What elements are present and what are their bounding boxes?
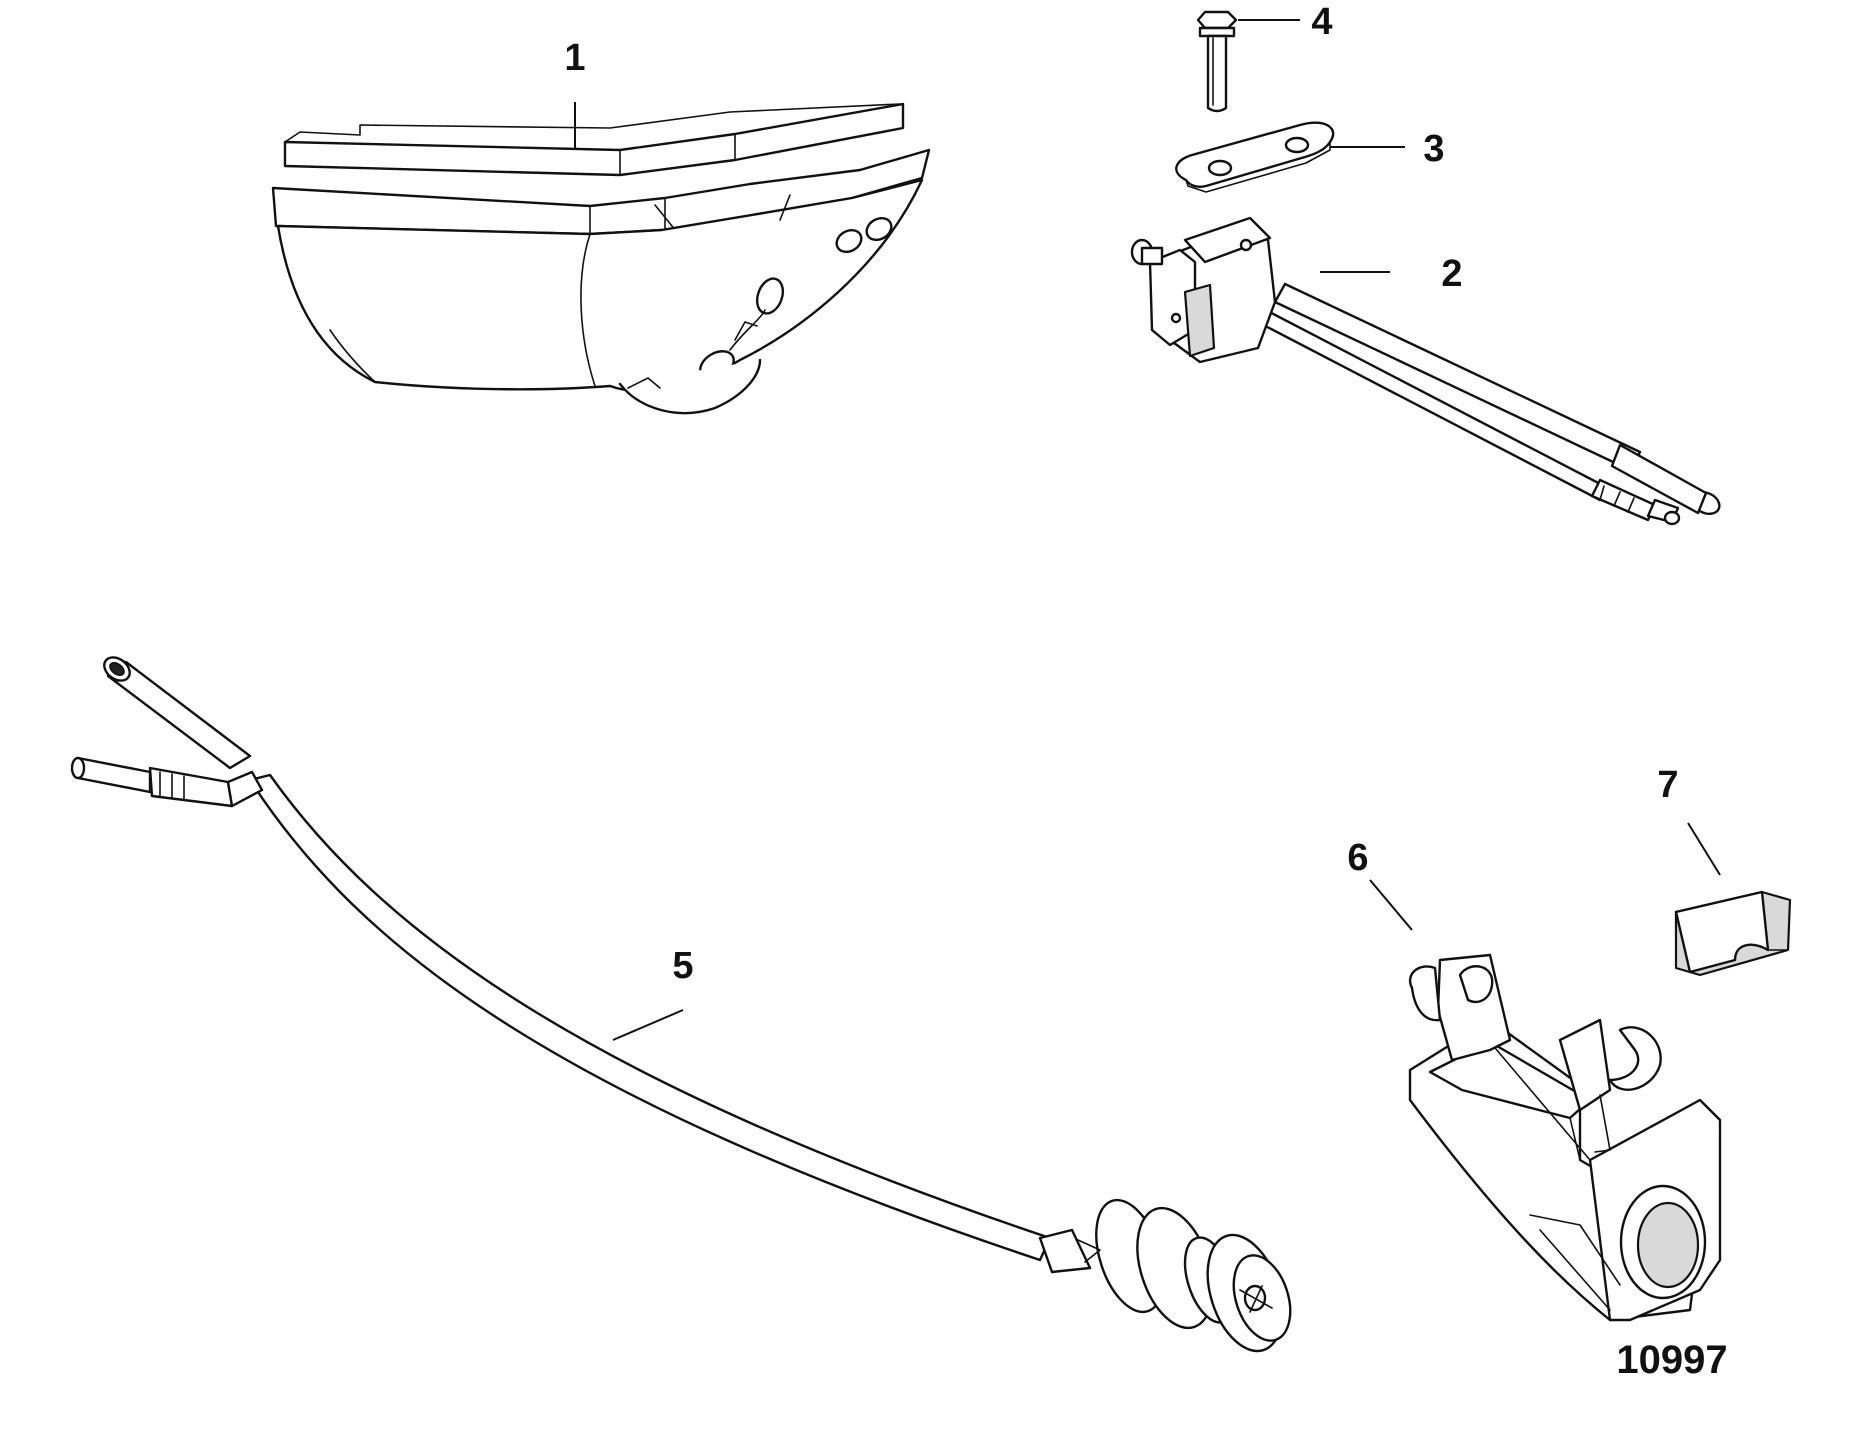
part-1-housing [271,102,931,415]
callout-6: 6 [1347,837,1368,879]
callout-2: 2 [1441,253,1462,295]
callout-4: 4 [1311,1,1332,43]
callout-1: 1 [564,37,585,79]
part-5-hose [70,656,1292,1353]
leader-lines [574,19,1721,1041]
callout-labels: 1 2 3 4 5 6 7 10997 [564,1,1727,1382]
callout-7: 7 [1657,764,1678,806]
callout-3: 3 [1423,128,1444,170]
part-2-fitting [1130,216,1721,526]
part-4-bolt [1196,10,1238,113]
callout-5: 5 [672,945,693,987]
part-3-plate [1175,121,1335,193]
part-6-bracket [1408,953,1722,1322]
figure-number: 10997 [1616,1338,1727,1382]
part-7-clip [1674,890,1792,977]
